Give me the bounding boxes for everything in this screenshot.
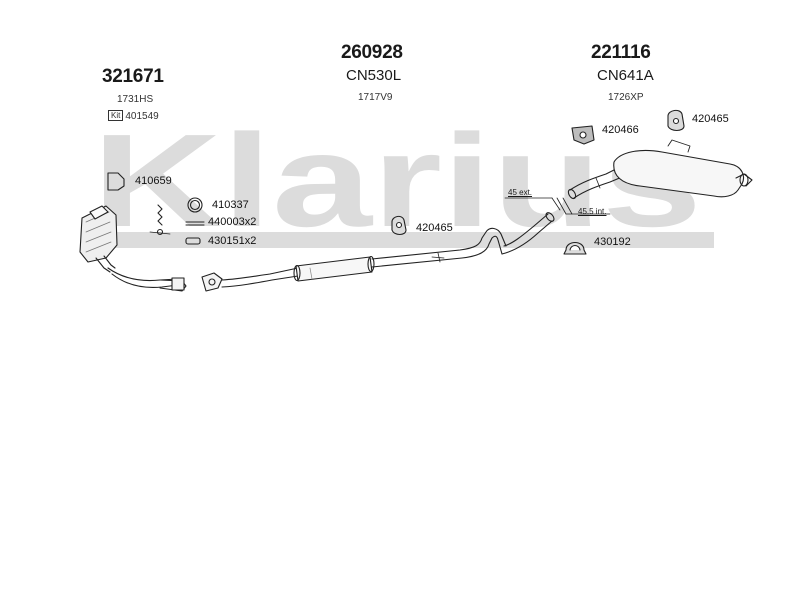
spring-bolt-kit	[149, 204, 171, 236]
right-assembly-code: CN641A	[597, 67, 654, 84]
part-label-420466: 420466	[602, 124, 639, 136]
rear-silencer	[613, 139, 753, 198]
bolt-440003	[185, 221, 205, 226]
center-assembly-code: CN530L	[346, 67, 402, 84]
rear-pipe	[567, 167, 623, 200]
left-assembly-ref: 1731HS	[117, 94, 154, 105]
part-label-420465-mid: 420465	[416, 222, 453, 234]
rubber-mount-420465-mid	[391, 215, 407, 236]
front-pipe	[107, 267, 187, 292]
rubber-mount-420465-top	[667, 109, 685, 132]
center-pipe	[371, 212, 555, 268]
kit-number: 401549	[125, 111, 159, 122]
middle-silencer	[293, 255, 375, 282]
dimension-ext: 45 ext.	[508, 188, 533, 197]
dimension-int: 45.5 int.	[578, 207, 607, 216]
part-label-430192: 430192	[594, 236, 631, 248]
right-assembly-ref: 1726XP	[608, 92, 644, 103]
right-assembly-number: 221116	[591, 42, 651, 63]
part-label-440003: 440003x2	[208, 216, 257, 228]
center-assembly-number: 260928	[341, 42, 403, 63]
intermediate-pipe	[201, 267, 299, 292]
kit-badge: Kit	[108, 110, 124, 121]
part-label-410337: 410337	[212, 199, 249, 211]
part-label-420465-top: 420465	[692, 113, 729, 125]
nut-430151	[185, 237, 201, 245]
gasket-ring-410337	[187, 197, 203, 213]
bracket-410659	[107, 172, 125, 191]
part-label-410659: 410659	[135, 175, 172, 187]
catalytic-converter	[79, 205, 118, 273]
mount-420466	[571, 125, 595, 145]
center-assembly-ref: 1717V9	[358, 92, 393, 103]
dimension-markers	[504, 197, 611, 215]
clamp-430192	[563, 241, 587, 255]
part-label-430151: 430151x2	[208, 235, 257, 247]
left-assembly-number: 321671	[102, 66, 164, 87]
